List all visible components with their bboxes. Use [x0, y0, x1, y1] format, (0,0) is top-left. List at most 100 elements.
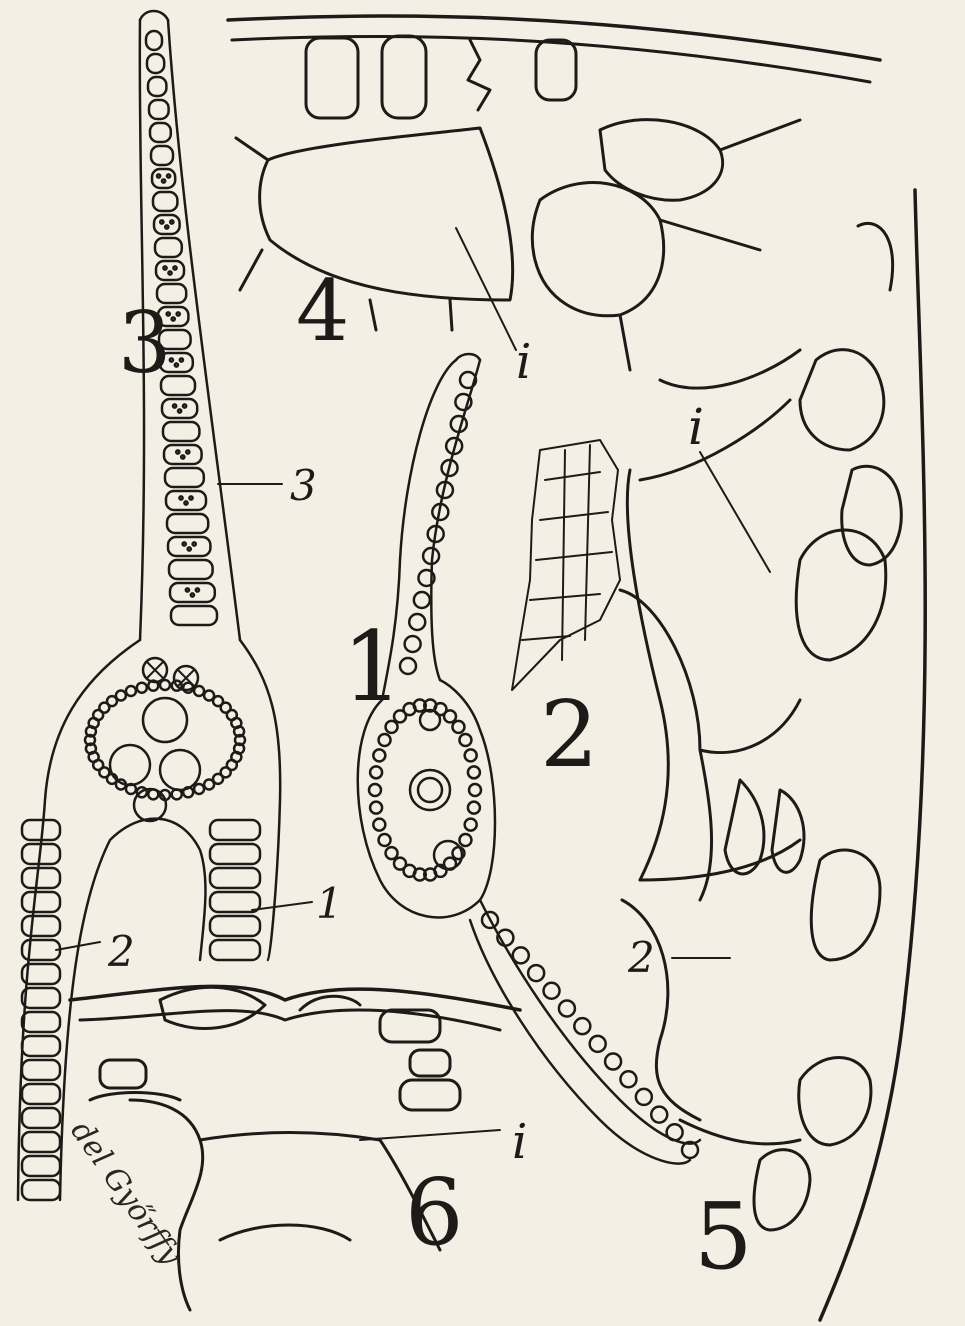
midrib-cell	[468, 802, 480, 814]
strand-cell	[574, 1018, 590, 1034]
strand-cell	[150, 123, 171, 142]
cell-nucleus	[163, 266, 166, 269]
fig6-label-i: i	[512, 1114, 527, 1170]
cell-nucleus	[165, 225, 168, 228]
strand-cell	[636, 1089, 652, 1105]
midrib-cell	[379, 734, 391, 746]
strand-cell	[605, 1054, 621, 1070]
strand-cell	[513, 947, 529, 963]
cell-nucleus	[173, 266, 176, 269]
strand-cell	[210, 940, 260, 960]
cell-nucleus	[191, 593, 194, 596]
artist-signature: del Győrffy	[63, 1115, 188, 1273]
midrib-cell	[394, 858, 406, 870]
midrib-cell	[465, 749, 477, 761]
strand-cell	[22, 892, 60, 912]
parenchyma-cell	[194, 686, 204, 696]
cell-nucleus	[180, 358, 183, 361]
fig3-label-3: 3	[290, 461, 317, 510]
strand-cell	[165, 468, 204, 487]
cell-nucleus	[175, 363, 178, 366]
strand-cell	[590, 1036, 606, 1052]
cell-nucleus	[177, 312, 180, 315]
cell-nucleus	[193, 542, 196, 545]
strand-cell	[22, 1084, 60, 1104]
cell-nucleus	[170, 220, 173, 223]
midrib-cell	[452, 721, 464, 733]
strand-cell	[414, 592, 430, 608]
figure-number-3: 3	[118, 294, 171, 392]
strand-cell	[409, 614, 425, 630]
midrib-cell	[465, 819, 477, 831]
midrib-cell	[370, 766, 382, 778]
midrib-cell	[469, 784, 481, 796]
cell-nucleus	[184, 501, 187, 504]
strand-cell	[22, 868, 60, 888]
midrib-cell	[386, 847, 398, 859]
figure-number-6: 6	[405, 1159, 464, 1266]
strand-cell	[22, 1180, 60, 1200]
strand-cell	[22, 1060, 60, 1080]
fig4-label-i: i	[516, 334, 531, 390]
strand-cell	[167, 514, 208, 533]
parenchyma-cell	[126, 686, 136, 696]
midrib-cell	[459, 734, 471, 746]
midrib-cell	[459, 834, 471, 846]
figure-number-2: 2	[540, 681, 599, 788]
cell-nucleus	[172, 317, 175, 320]
midrib-cell	[369, 784, 381, 796]
fig5-label-i: i	[688, 398, 704, 456]
cell-nucleus	[178, 409, 181, 412]
cell-nucleus	[181, 455, 184, 458]
midrib-cell	[468, 766, 480, 778]
strand-cell	[22, 916, 60, 936]
midrib-cell	[444, 710, 456, 722]
strand-cell	[22, 1036, 60, 1056]
cell-nucleus	[168, 271, 171, 274]
strand-cell	[651, 1107, 667, 1123]
cell-nucleus	[157, 174, 160, 177]
cell-nucleus	[167, 174, 170, 177]
figure-2-drawing	[512, 440, 620, 690]
parenchyma-cell	[194, 784, 204, 794]
midrib-cell	[379, 834, 391, 846]
strand-cell	[210, 820, 260, 840]
cell-nucleus	[162, 179, 165, 182]
cell-nucleus	[186, 450, 189, 453]
midrib-cell	[373, 749, 385, 761]
strand-cell	[22, 1132, 60, 1152]
strand-cell	[210, 916, 260, 936]
cell-nucleus	[186, 588, 189, 591]
strand-cell	[171, 606, 217, 625]
fig3-label-1: 1	[316, 879, 343, 928]
strand-cell	[151, 146, 173, 165]
parenchyma-cell	[116, 691, 126, 701]
strand-cell	[22, 1156, 60, 1176]
strand-cell	[210, 868, 260, 888]
figure-number-5: 5	[694, 1183, 753, 1290]
strand-cell	[405, 636, 421, 652]
strand-cell	[667, 1124, 683, 1140]
midrib-cell	[370, 802, 382, 814]
strand-cell	[559, 1000, 575, 1016]
strand-cell	[155, 238, 182, 257]
strand-cell	[528, 965, 544, 981]
strand-cell	[149, 100, 169, 119]
strand-cell	[22, 1108, 60, 1128]
strand-cell	[620, 1071, 636, 1087]
parenchyma-cell	[137, 683, 147, 693]
cell-nucleus	[176, 450, 179, 453]
strand-cell	[148, 77, 166, 96]
cell-nucleus	[183, 404, 186, 407]
fig5-label-2: 2	[627, 933, 655, 982]
strand-cell	[22, 1012, 60, 1032]
strand-cell	[169, 560, 213, 579]
strand-cell	[210, 844, 260, 864]
cell-nucleus	[160, 220, 163, 223]
strand-cell	[153, 192, 177, 211]
fig3-label-2: 2	[107, 927, 135, 976]
cell-nucleus	[189, 496, 192, 499]
figure-number-4: 4	[296, 262, 349, 360]
